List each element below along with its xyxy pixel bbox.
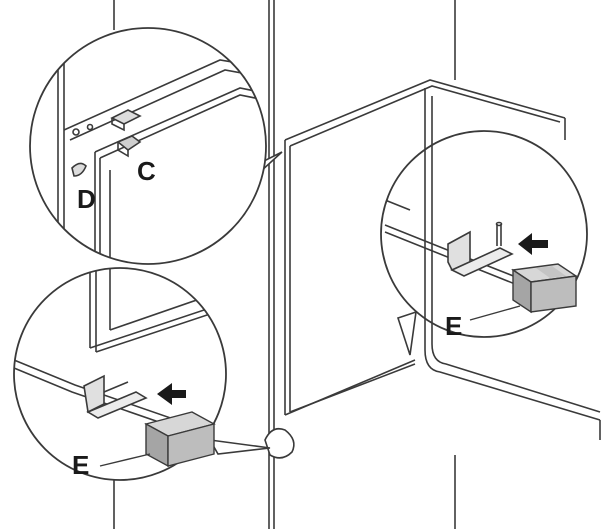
label-e-left: E xyxy=(72,450,90,480)
cabinet-structure xyxy=(113,0,601,529)
callout-right-bracket xyxy=(380,130,588,338)
label-c: C xyxy=(137,156,156,186)
push-arrow-right-icon xyxy=(518,233,548,255)
label-e-right: E xyxy=(445,311,463,341)
callout-bottom-bracket xyxy=(13,267,227,481)
push-arrow-left-icon xyxy=(157,383,186,405)
spacer-block-right xyxy=(511,263,578,314)
label-d: D xyxy=(77,184,96,214)
callout-top-hinge xyxy=(29,27,267,265)
spacer-block-left xyxy=(144,411,216,468)
